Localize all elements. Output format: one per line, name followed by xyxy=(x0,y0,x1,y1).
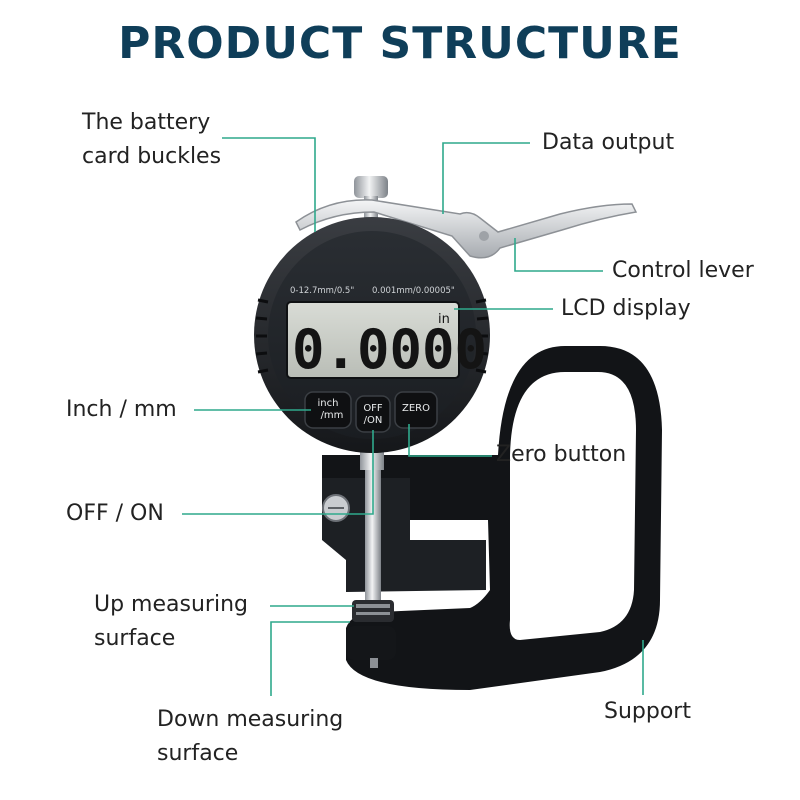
gauge-range-text: 0-12.7mm/0.5" xyxy=(290,286,354,296)
up-measuring-anvil xyxy=(352,600,394,622)
gauge-resolution-text: 0.001mm/0.00005" xyxy=(372,286,455,296)
page-title: PRODUCT STRUCTURE xyxy=(118,18,682,69)
label-zero-button: Zero button xyxy=(496,442,627,467)
spindle xyxy=(365,462,381,602)
inch-mm-button-label-1: inch xyxy=(318,398,339,409)
leader-zero-button xyxy=(408,424,492,457)
leader-down-measuring-surface xyxy=(270,621,350,696)
support-frame-opening xyxy=(509,372,636,640)
lcd-unit: in xyxy=(438,312,450,327)
off-on-button-label-1: OFF xyxy=(363,403,383,414)
leader-data-output xyxy=(442,142,530,214)
leader-control-lever xyxy=(514,238,603,272)
label-lcd-display: LCD display xyxy=(561,296,691,321)
support-frame-plate xyxy=(322,478,486,592)
zero-button-label: ZERO xyxy=(402,403,430,414)
gauge-stem xyxy=(360,448,384,470)
label-data-output: Data output xyxy=(542,130,675,155)
label-off-on: OFF / ON xyxy=(66,501,164,526)
label-inch-mm: Inch / mm xyxy=(66,397,177,422)
label-support: Support xyxy=(604,699,691,724)
off-on-button[interactable] xyxy=(355,395,391,433)
lcd-display xyxy=(286,301,460,379)
leader-off-on xyxy=(182,430,374,515)
top-thumb-screw xyxy=(354,176,388,198)
lcd-reading: 0.0000 xyxy=(292,318,487,381)
leader-lines xyxy=(182,137,644,696)
rim-grip xyxy=(255,298,489,374)
label-control-lever: Control lever xyxy=(612,258,754,283)
label-up-measuring-surface: Up measuring surface xyxy=(94,592,248,651)
leader-battery-card-buckles xyxy=(222,137,316,232)
down-measuring-anvil xyxy=(346,626,396,660)
off-on-button-label-2: /ON xyxy=(364,415,383,426)
label-down-measuring-surface: Down measuring surface xyxy=(157,707,344,766)
label-battery-card-buckles: The battery card buckles xyxy=(82,110,222,169)
control-lever xyxy=(295,199,638,259)
inch-mm-button-label-2: /mm xyxy=(321,410,344,421)
zero-button[interactable] xyxy=(394,391,438,429)
